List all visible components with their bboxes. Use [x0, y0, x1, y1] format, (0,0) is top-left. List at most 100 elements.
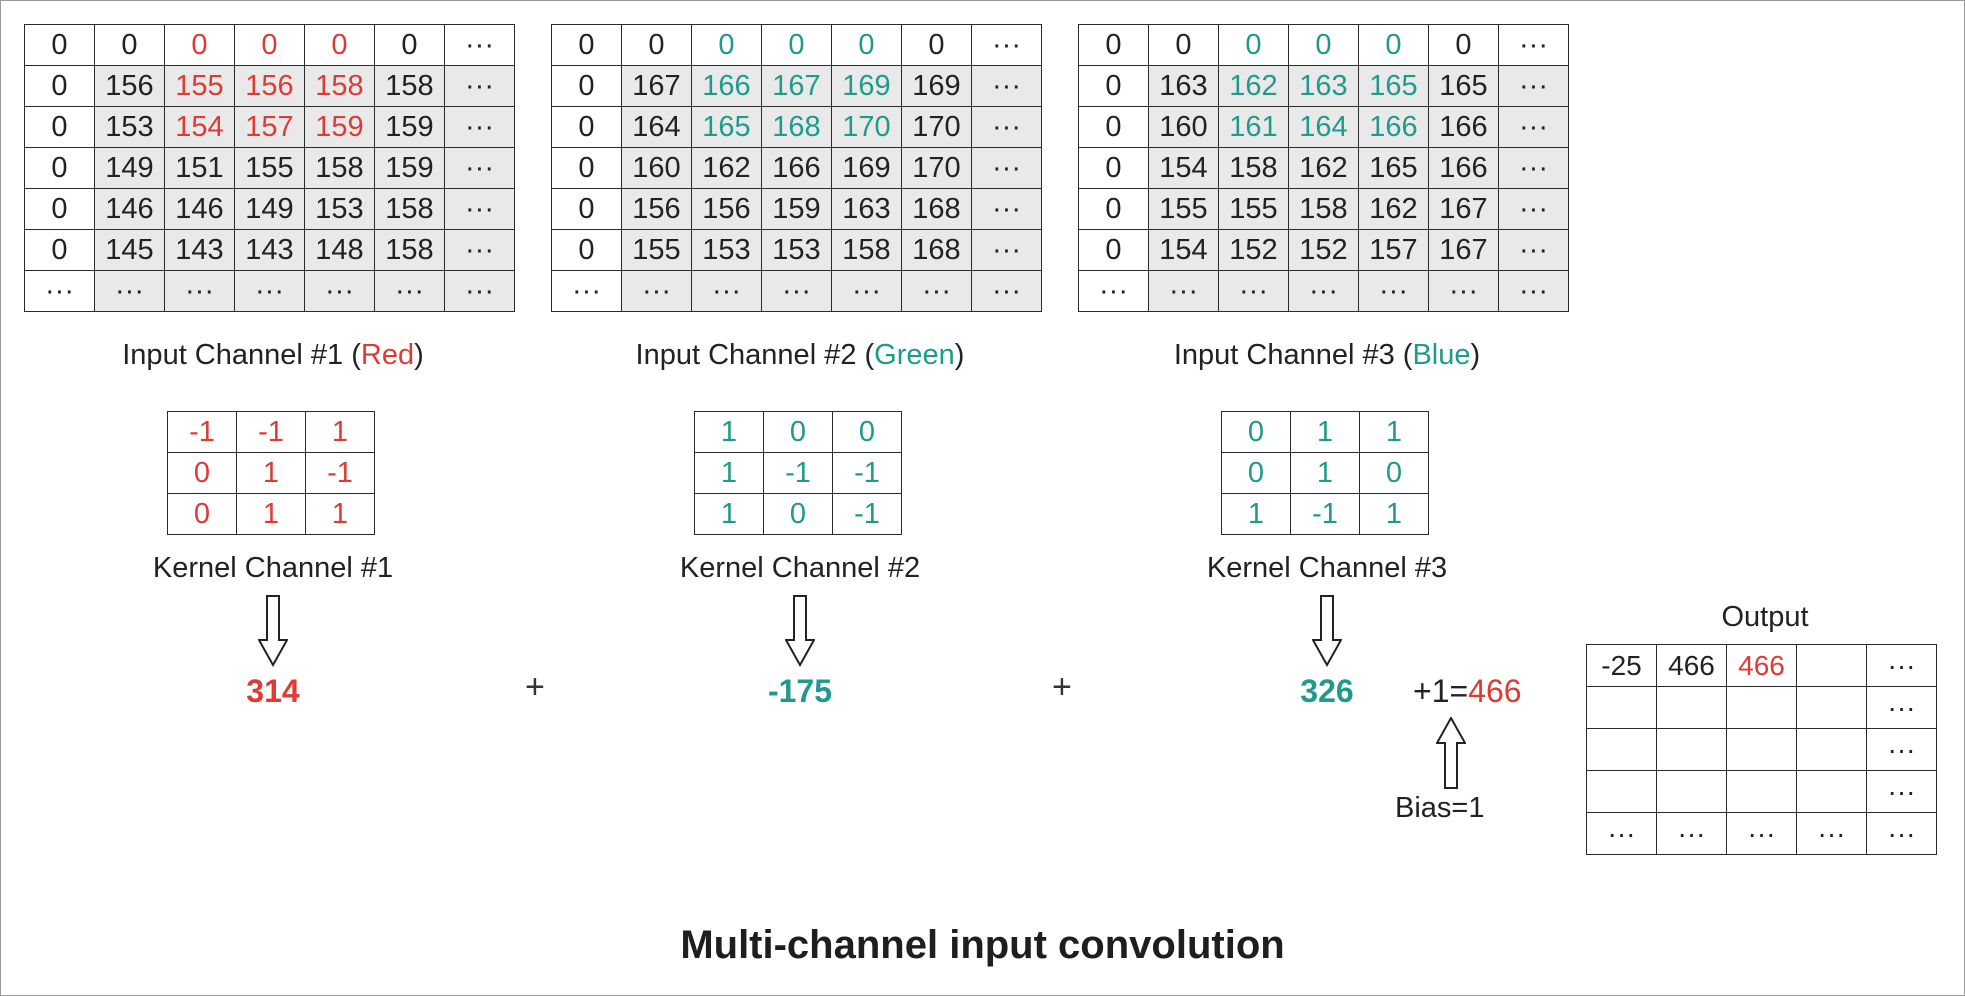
grid-cell: ··· [971, 24, 1042, 66]
grid-cell: 158 [304, 65, 375, 107]
grid-cell: ··· [1586, 812, 1657, 855]
grid-cell: ··· [1866, 644, 1937, 687]
grid-cell: 155 [1148, 188, 1219, 230]
grid-row: ··· [1586, 770, 1937, 813]
grid-cell [1586, 686, 1657, 729]
grid-cell: 0 [167, 493, 237, 535]
grid-cell: ··· [234, 270, 305, 312]
grid-cell: 153 [94, 106, 165, 148]
kernel-channel-1-caption: Kernel Channel #1 [152, 552, 394, 584]
input-channel-2-caption: Input Channel #2 (Green) [635, 339, 965, 371]
grid-cell: 0 [24, 106, 95, 148]
grid-cell: 160 [621, 147, 692, 189]
grid-cell: -1 [236, 411, 306, 453]
grid-cell: 145 [94, 229, 165, 271]
grid-cell: 162 [1358, 188, 1429, 230]
grid-row: ····················· [551, 270, 1042, 312]
grid-cell: 158 [1288, 188, 1359, 230]
grid-cell: 153 [304, 188, 375, 230]
grid-cell: ··· [164, 270, 235, 312]
grid-cell: ··· [1866, 812, 1937, 855]
down-arrow-icon [258, 595, 288, 667]
grid-cell: 166 [1428, 147, 1499, 189]
grid-cell: 158 [1218, 147, 1289, 189]
grid-cell: 1 [694, 493, 764, 535]
grid-cell: 158 [831, 229, 902, 271]
grid-cell: 0 [901, 24, 972, 66]
grid-cell: ··· [761, 270, 832, 312]
grid-cell [1726, 770, 1797, 813]
grid-cell: ··· [374, 270, 445, 312]
grid-cell: ··· [1796, 812, 1867, 855]
grid-cell: 0 [1078, 229, 1149, 271]
grid-cell: ··· [1498, 24, 1569, 66]
channel-3-result: 326 [1300, 673, 1354, 709]
grid-cell: 151 [164, 147, 235, 189]
grid-cell: 0 [832, 411, 902, 453]
grid-cell: -1 [832, 452, 902, 494]
grid-cell: 0 [1221, 452, 1291, 494]
grid-cell: ··· [1288, 270, 1359, 312]
grid-cell: 0 [551, 229, 622, 271]
grid-cell: ··· [971, 229, 1042, 271]
grid-cell: 167 [1428, 188, 1499, 230]
grid-cell: 1 [694, 411, 764, 453]
grid-cell: 143 [164, 229, 235, 271]
grid-cell: 0 [691, 24, 762, 66]
grid-cell: 0 [1078, 188, 1149, 230]
grid-cell: 165 [1428, 65, 1499, 107]
grid-cell: -25 [1586, 644, 1657, 687]
grid-cell: 0 [1148, 24, 1219, 66]
grid-cell: ··· [971, 270, 1042, 312]
grid-cell: 0 [831, 24, 902, 66]
grid-cell: 162 [691, 147, 762, 189]
grid-cell: 156 [621, 188, 692, 230]
grid-cell: 159 [374, 147, 445, 189]
grid-cell: ··· [444, 65, 515, 107]
grid-cell [1796, 728, 1867, 771]
grid-cell: 155 [164, 65, 235, 107]
grid-cell: 0 [374, 24, 445, 66]
grid-row: ··· [1586, 728, 1937, 771]
input-channel-1-caption: Input Channel #1 (Red) [122, 339, 424, 371]
grid-cell: 154 [164, 106, 235, 148]
grid-cell: 162 [1288, 147, 1359, 189]
grid-cell: 0 [94, 24, 165, 66]
grid-cell: ··· [24, 270, 95, 312]
grid-cell: ··· [1218, 270, 1289, 312]
grid-cell [1726, 728, 1797, 771]
grid-cell: ··· [1656, 812, 1727, 855]
grid-cell: 167 [761, 65, 832, 107]
grid-cell: -1 [167, 411, 237, 453]
grid-cell: 169 [901, 65, 972, 107]
grid-cell: 159 [374, 106, 445, 148]
grid-cell: 168 [761, 106, 832, 148]
plus-sign: + [1052, 668, 1072, 706]
grid-cell: 154 [1148, 229, 1219, 271]
input-channel-3-caption: Input Channel #3 (Blue) [1173, 339, 1481, 371]
grid-cell: ··· [691, 270, 762, 312]
grid-cell: 0 [551, 24, 622, 66]
grid-cell: -1 [832, 493, 902, 535]
grid-cell: 152 [1288, 229, 1359, 271]
grid-row: ··· [1586, 686, 1937, 729]
grid-cell: ··· [901, 270, 972, 312]
grid-cell: 146 [164, 188, 235, 230]
grid-cell: ··· [971, 65, 1042, 107]
grid-cell: 164 [1288, 106, 1359, 148]
grid-cell: 0 [24, 188, 95, 230]
grid-cell: 0 [167, 452, 237, 494]
